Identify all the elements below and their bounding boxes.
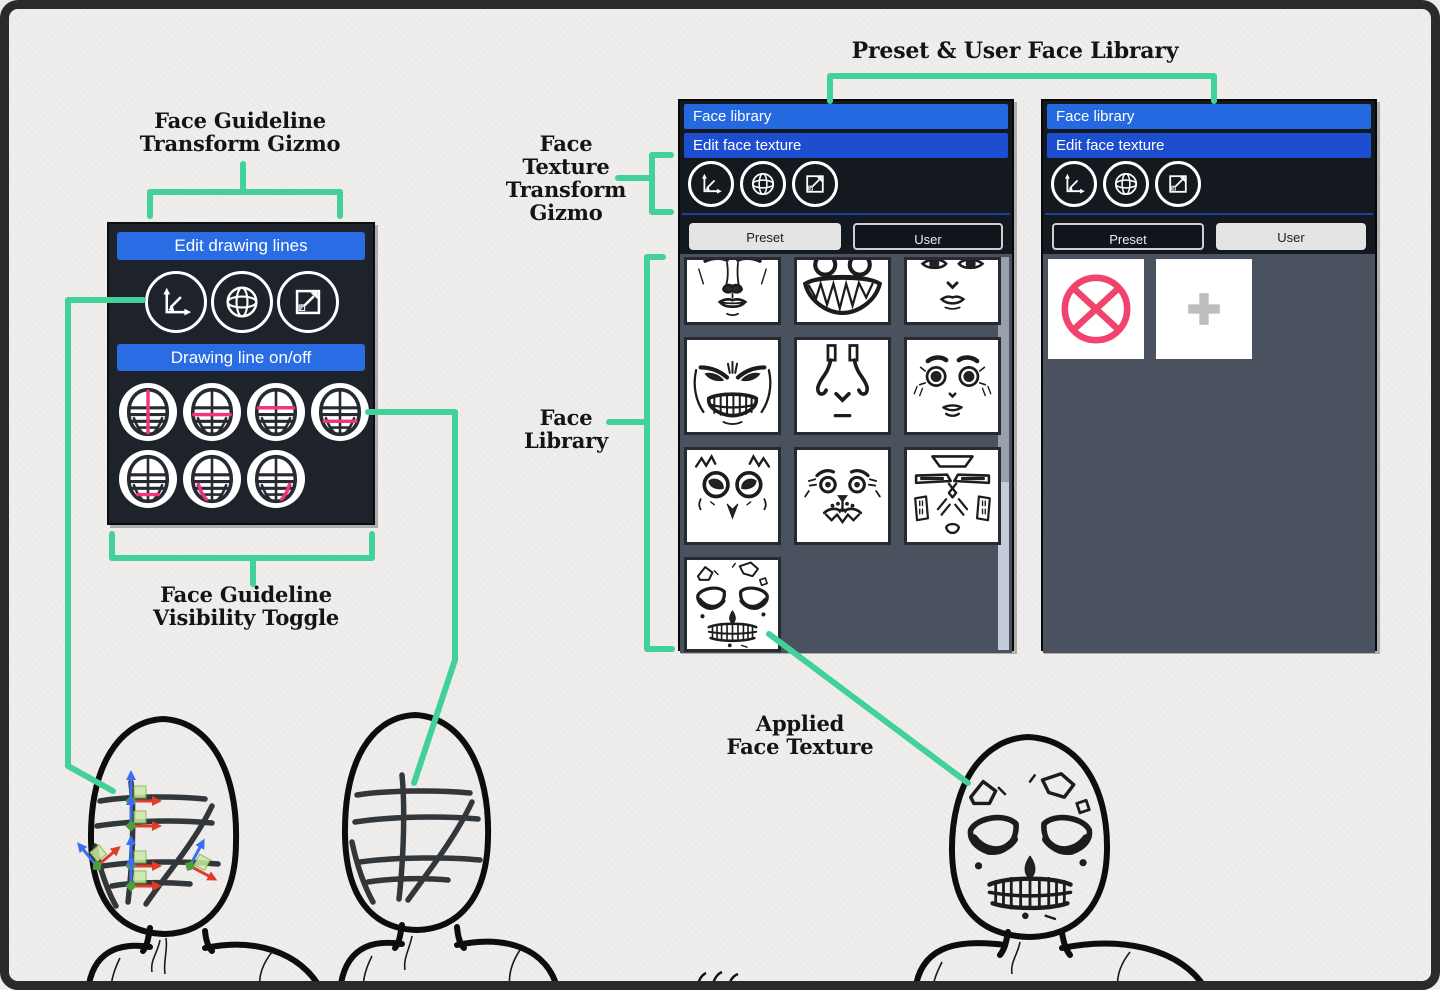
face-thumbnail-owl-face[interactable] <box>684 447 781 545</box>
scrollbar-thumb[interactable] <box>998 482 1009 650</box>
rotate-gizmo-icon[interactable] <box>1103 161 1149 207</box>
rotate-gizmo-icon[interactable] <box>211 271 273 333</box>
toggle-left-cheek-line[interactable] <box>183 450 241 508</box>
texture-gizmo-row <box>1051 161 1201 207</box>
user-cell-add-texture[interactable] <box>1156 259 1252 359</box>
separator <box>1045 213 1373 215</box>
face-thumbnail-angry-face[interactable] <box>684 337 781 435</box>
edit-face-texture-header[interactable]: Edit face texture <box>684 133 1008 158</box>
separator <box>682 213 1010 215</box>
toggle-mouth-line[interactable] <box>311 383 369 441</box>
face-thumbnail-robot-mask-face[interactable] <box>904 447 1001 545</box>
tab-preset[interactable]: Preset <box>1052 223 1204 250</box>
tab-user[interactable]: User <box>853 223 1003 250</box>
toggle-chin-line[interactable] <box>119 450 177 508</box>
annotation-face-guideline-gizmo: Face Guideline Transform Gizmo <box>139 108 341 156</box>
toggle-right-cheek-line[interactable] <box>247 450 305 508</box>
toggle-center-vertical-line[interactable] <box>119 383 177 441</box>
annotation-face-texture-gizmo: Face Texture Transform Gizmo <box>505 131 627 225</box>
edit-drawing-lines-header: Edit drawing lines <box>117 232 365 260</box>
drawing-line-onoff-header: Drawing line on/off <box>117 344 365 371</box>
move-gizmo-icon[interactable] <box>688 161 734 207</box>
user-face-grid <box>1043 254 1375 653</box>
face-thumbnail-grinning-monster-face[interactable] <box>794 257 891 325</box>
scrollbar[interactable] <box>998 257 1009 650</box>
annotation-applied-texture: Applied Face Texture <box>726 711 874 759</box>
guideline-toggle-grid <box>119 383 371 508</box>
face-library-header[interactable]: Face library <box>1047 104 1371 129</box>
face-thumbnail-skull-face[interactable] <box>684 557 781 652</box>
tab-preset[interactable]: Preset <box>689 223 841 250</box>
scale-gizmo-icon[interactable] <box>277 271 339 333</box>
annotation-preset-user-library: Preset & User Face Library <box>851 38 1179 64</box>
toggle-eye-line[interactable] <box>247 383 305 441</box>
tab-user[interactable]: User <box>1216 223 1366 250</box>
edit-face-texture-header[interactable]: Edit face texture <box>1047 133 1371 158</box>
scale-gizmo-icon[interactable] <box>1155 161 1201 207</box>
rotate-gizmo-icon[interactable] <box>740 161 786 207</box>
scale-gizmo-icon[interactable] <box>792 161 838 207</box>
face-library-panel-preset: Face library Edit face texture Preset Us… <box>678 99 1014 653</box>
guideline-gizmo-row <box>145 271 339 333</box>
face-thumbnail-male-face[interactable] <box>684 257 781 325</box>
face-library-panel-user: Face library Edit face texture Preset Us… <box>1041 99 1377 653</box>
face-thumbnail-cute-female-face[interactable] <box>904 337 1001 435</box>
face-thumbnail-tiger-face[interactable] <box>794 447 891 545</box>
annotation-face-library: Face Library <box>524 405 608 453</box>
move-gizmo-icon[interactable] <box>1051 161 1097 207</box>
face-thumbnail-clown-face[interactable] <box>794 337 891 435</box>
preset-face-grid <box>680 254 1012 653</box>
face-thumbnail-female-face[interactable] <box>904 257 1001 325</box>
face-library-header[interactable]: Face library <box>684 104 1008 129</box>
user-cell-no-texture[interactable] <box>1048 259 1144 359</box>
drawing-lines-panel: Edit drawing lines Drawing line on/off <box>107 222 375 525</box>
texture-gizmo-row <box>688 161 838 207</box>
toggle-nose-line[interactable] <box>183 383 241 441</box>
move-gizmo-icon[interactable] <box>145 271 207 333</box>
annotation-visibility-toggle: Face Guideline Visibility Toggle <box>152 582 340 630</box>
